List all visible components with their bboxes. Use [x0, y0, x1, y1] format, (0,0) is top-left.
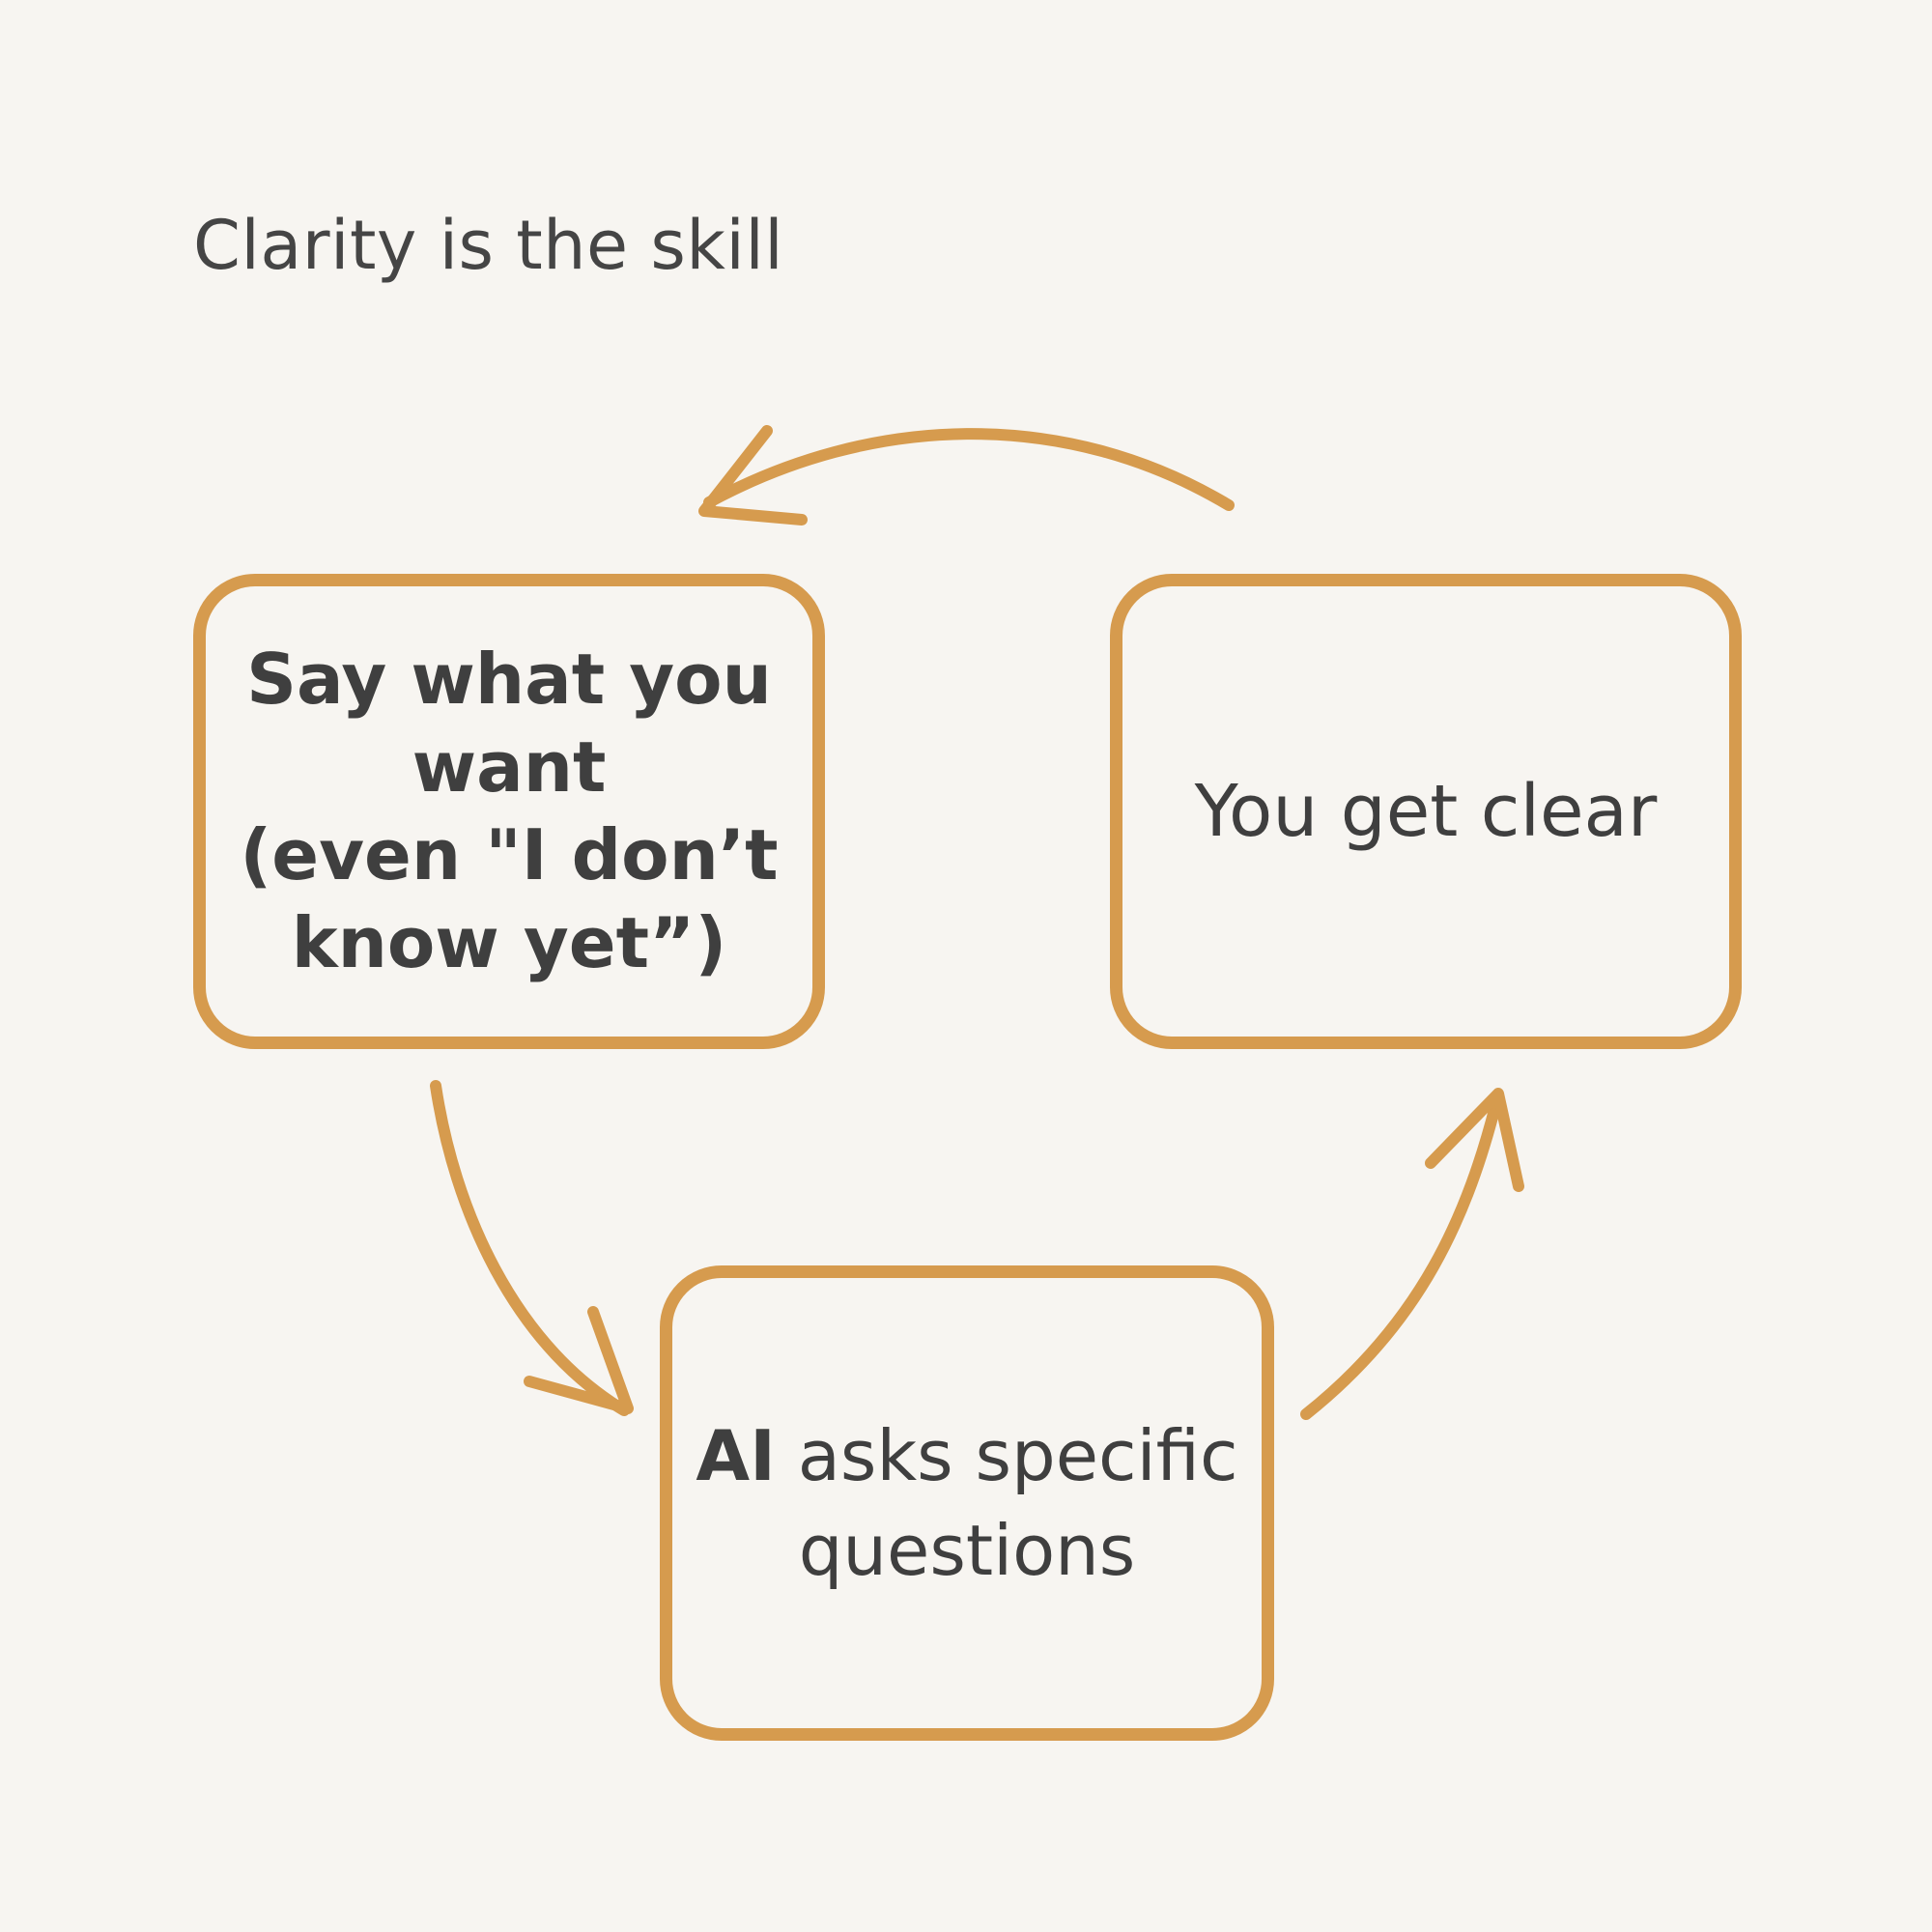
node-ai-bold: AI — [696, 1415, 776, 1496]
node-ai-rest: asks specific — [775, 1415, 1238, 1496]
arrow-clear-to-say-shaft — [703, 428, 1235, 511]
node-ai-line-1: AI asks specific — [696, 1408, 1237, 1503]
node-ai-line-2: questions — [798, 1510, 1136, 1591]
arrow-clear-to-say — [698, 425, 1235, 526]
arrow-ai-to-clear-head — [1425, 1088, 1524, 1192]
arrow-say-to-ai-shaft — [430, 1080, 630, 1416]
arrow-clear-to-say-head — [698, 425, 808, 526]
node-say-what-you-want: Say what you want (even "I don’t know ye… — [193, 574, 825, 1049]
node-say-line-2: want — [412, 726, 607, 808]
node-say-line-4: know yet”) — [291, 902, 727, 983]
node-you-get-clear: You get clear — [1110, 574, 1742, 1049]
arrow-say-to-ai-head — [524, 1306, 634, 1414]
node-say-line-3: (even "I don’t — [240, 814, 779, 895]
node-say-line-1: Say what you — [246, 639, 772, 720]
diagram-title: Clarity is the skill — [193, 206, 784, 285]
arrow-say-to-ai — [430, 1080, 634, 1416]
arrow-ai-to-clear-shaft — [1300, 1089, 1504, 1420]
node-ai-asks-questions: AI asks specific questions — [660, 1265, 1274, 1741]
node-say-label: Say what you want (even "I don’t know ye… — [240, 636, 778, 987]
node-clear-label: You get clear — [1194, 770, 1658, 853]
arrow-ai-to-clear — [1300, 1088, 1524, 1420]
node-ai-label: AI asks specific questions — [696, 1408, 1237, 1598]
